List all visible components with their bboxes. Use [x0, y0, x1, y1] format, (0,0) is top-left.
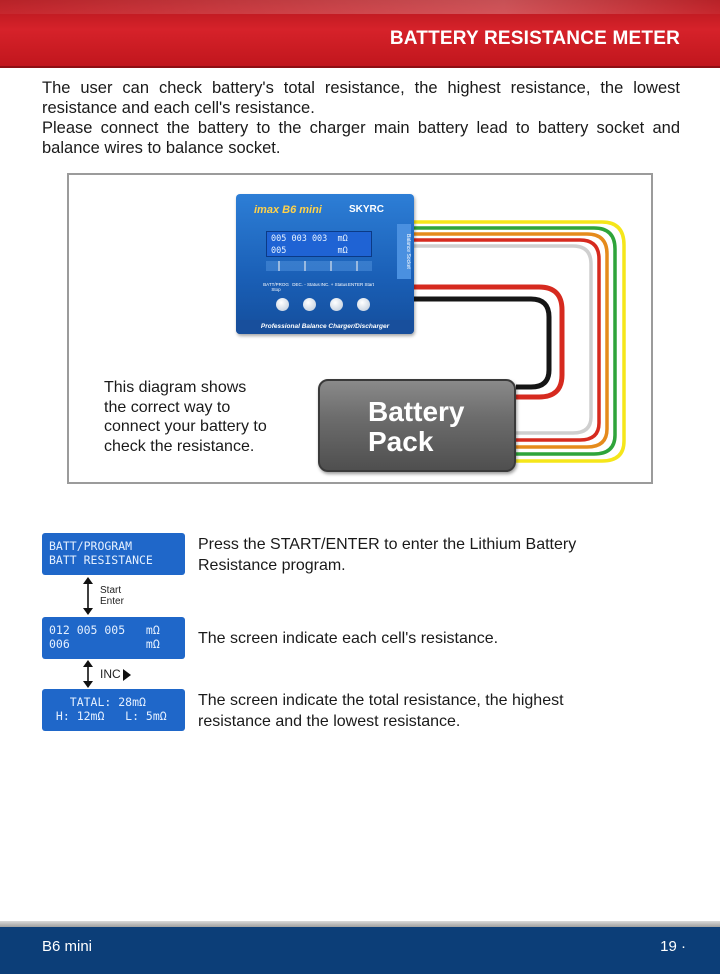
lcd-screen-step-2: 012 005 005 mΩ 006 mΩ [42, 617, 185, 659]
balance-wire-green [414, 226, 617, 456]
main-lead-red [414, 284, 565, 400]
charger-illustration: imax B6 mini SKYRC 005 003 003 mΩ 005 mΩ… [236, 194, 414, 334]
charger-lcd-line-1: 005 003 003 mΩ [271, 234, 348, 244]
start-enter-label: Start Enter [100, 585, 124, 607]
page-footer: B6 mini 19 · [0, 927, 720, 974]
charger-status-strip [266, 261, 372, 271]
charger-button-label-3: INC. + Status [320, 282, 348, 287]
balance-wire-white [414, 244, 593, 435]
main-lead-black [414, 296, 552, 390]
battery-pack: Battery Pack [318, 379, 516, 472]
main-leads [414, 284, 565, 400]
charger-knob-icon [303, 298, 316, 311]
wires-illustration [414, 220, 626, 463]
intro-paragraph-2: Please connect the battery to the charge… [42, 119, 680, 157]
diagram-note: This diagram shows the correct way to co… [104, 379, 267, 455]
double-arrow-icon [83, 660, 93, 688]
play-arrow-icon [122, 668, 131, 681]
page-header: BATTERY RESISTANCE METER [0, 0, 720, 68]
inc-text: INC [100, 667, 121, 681]
charger-footer: Professional Balance Charger/Discharger [236, 320, 414, 334]
lcd-line: H: 12mΩ L: 5mΩ [49, 709, 167, 723]
lcd-line: 006 mΩ [49, 637, 160, 651]
connection-diagram: imax B6 mini SKYRC 005 003 003 mΩ 005 mΩ… [67, 173, 653, 484]
intro-text: The user can check battery's total resis… [42, 78, 680, 158]
battery-pack-label: Battery Pack [368, 396, 465, 457]
page-number: 19 · [660, 938, 686, 955]
charger-knob-icon [276, 298, 289, 311]
lcd-line: BATT/PROGRAM [49, 539, 133, 553]
lcd-screen-step-3: TATAL: 28mΩ H: 12mΩ L: 5mΩ [42, 689, 185, 731]
lcd-line: 012 005 005 mΩ [49, 623, 160, 637]
charger-lcd-line-2: 005 mΩ [271, 246, 348, 256]
charger-balance-socket: Balance Socket [397, 224, 411, 279]
charger-lcd: 005 003 003 mΩ 005 mΩ [266, 231, 372, 257]
intro-paragraph-1: The user can check battery's total resis… [42, 79, 680, 117]
charger-button-label-1: BATT/PROG Stop [263, 282, 289, 292]
balance-wire-red [414, 238, 601, 442]
charger-button-label-4: ENTER Start [347, 282, 374, 287]
charger-knob-icon [330, 298, 343, 311]
lcd-line: TATAL: 28mΩ [49, 695, 146, 709]
charger-brand: imax B6 mini [254, 204, 322, 216]
step-1-description: Press the START/ENTER to enter the Lithi… [198, 536, 577, 574]
lcd-screen-step-1: BATT/PROGRAM BATT RESISTANCE [42, 533, 185, 575]
footer-divider [0, 921, 720, 927]
step-3-description: The screen indicate the total resistance… [198, 692, 564, 730]
header-shine [0, 0, 720, 14]
page-title: BATTERY RESISTANCE METER [389, 28, 680, 49]
lcd-line: BATT RESISTANCE [49, 553, 153, 567]
charger-knob-icon [357, 298, 370, 311]
balance-wire-orange [414, 232, 609, 449]
step-2-description: The screen indicate each cell's resistan… [198, 630, 499, 647]
charger-button-label-2: DEC. - Status [292, 282, 320, 287]
balance-wire-yellow [414, 220, 626, 463]
charger-brand-skyrc: SKYRC [348, 204, 384, 215]
double-arrow-icon [83, 577, 93, 615]
footer-model: B6 mini [42, 938, 93, 955]
balance-wires [414, 220, 626, 463]
inc-label: INC [100, 667, 131, 681]
